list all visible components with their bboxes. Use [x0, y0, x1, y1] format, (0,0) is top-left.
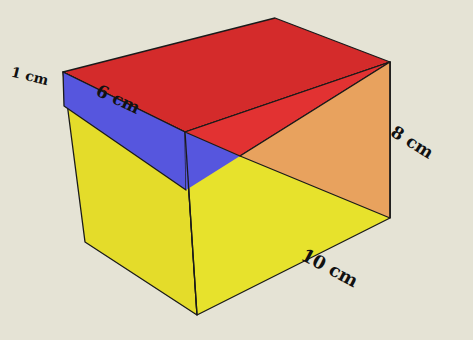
- dimension-label: 10 cm: [299, 246, 362, 291]
- orange-face: [240, 62, 390, 218]
- edge: [389, 62, 390, 218]
- dimension-label: 8 cm: [388, 123, 436, 162]
- edge: [185, 132, 197, 315]
- dimension-label: 1 cm: [10, 65, 50, 88]
- front-face: [63, 72, 197, 315]
- side-face: [185, 62, 390, 315]
- blue-band: [63, 72, 186, 190]
